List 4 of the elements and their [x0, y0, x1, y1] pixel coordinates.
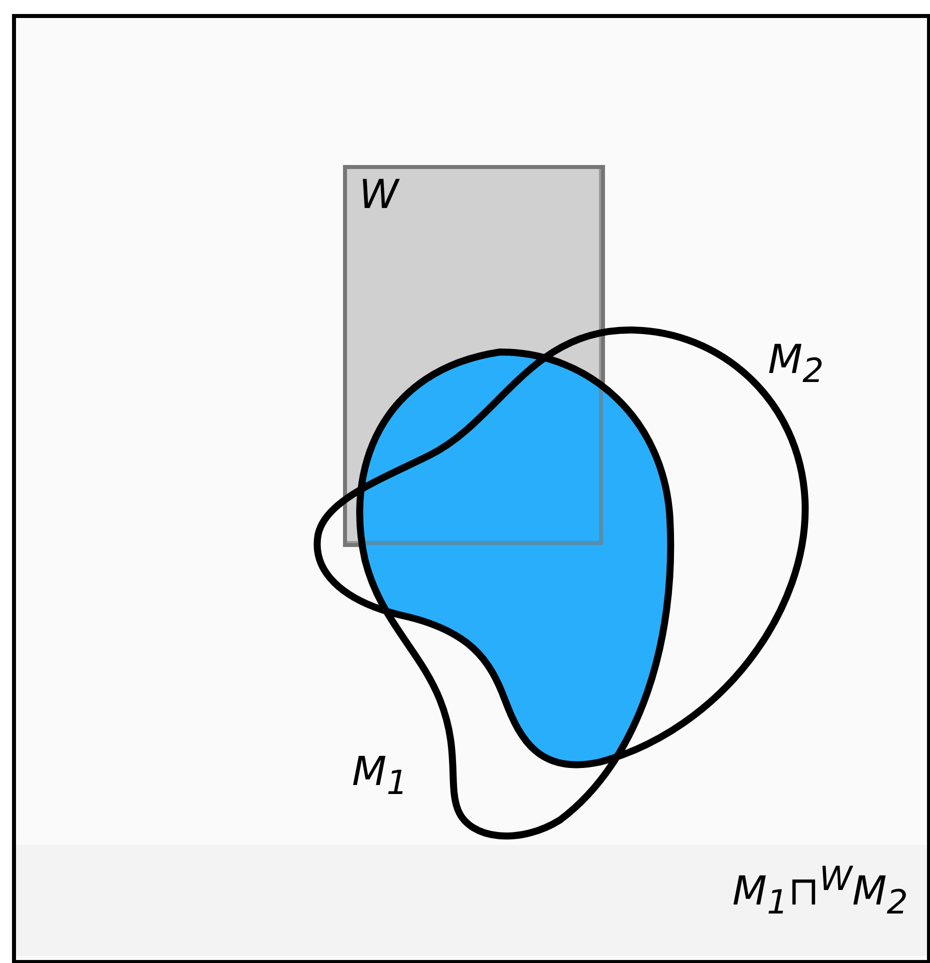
curve-label: M$_{1}$ [352, 752, 408, 800]
region-label: W [359, 175, 399, 215]
caption: M$_{1}$⊓$^{W}$M$_{2}$ [732, 862, 908, 919]
curve-label: M$_{2}$ [768, 340, 824, 388]
